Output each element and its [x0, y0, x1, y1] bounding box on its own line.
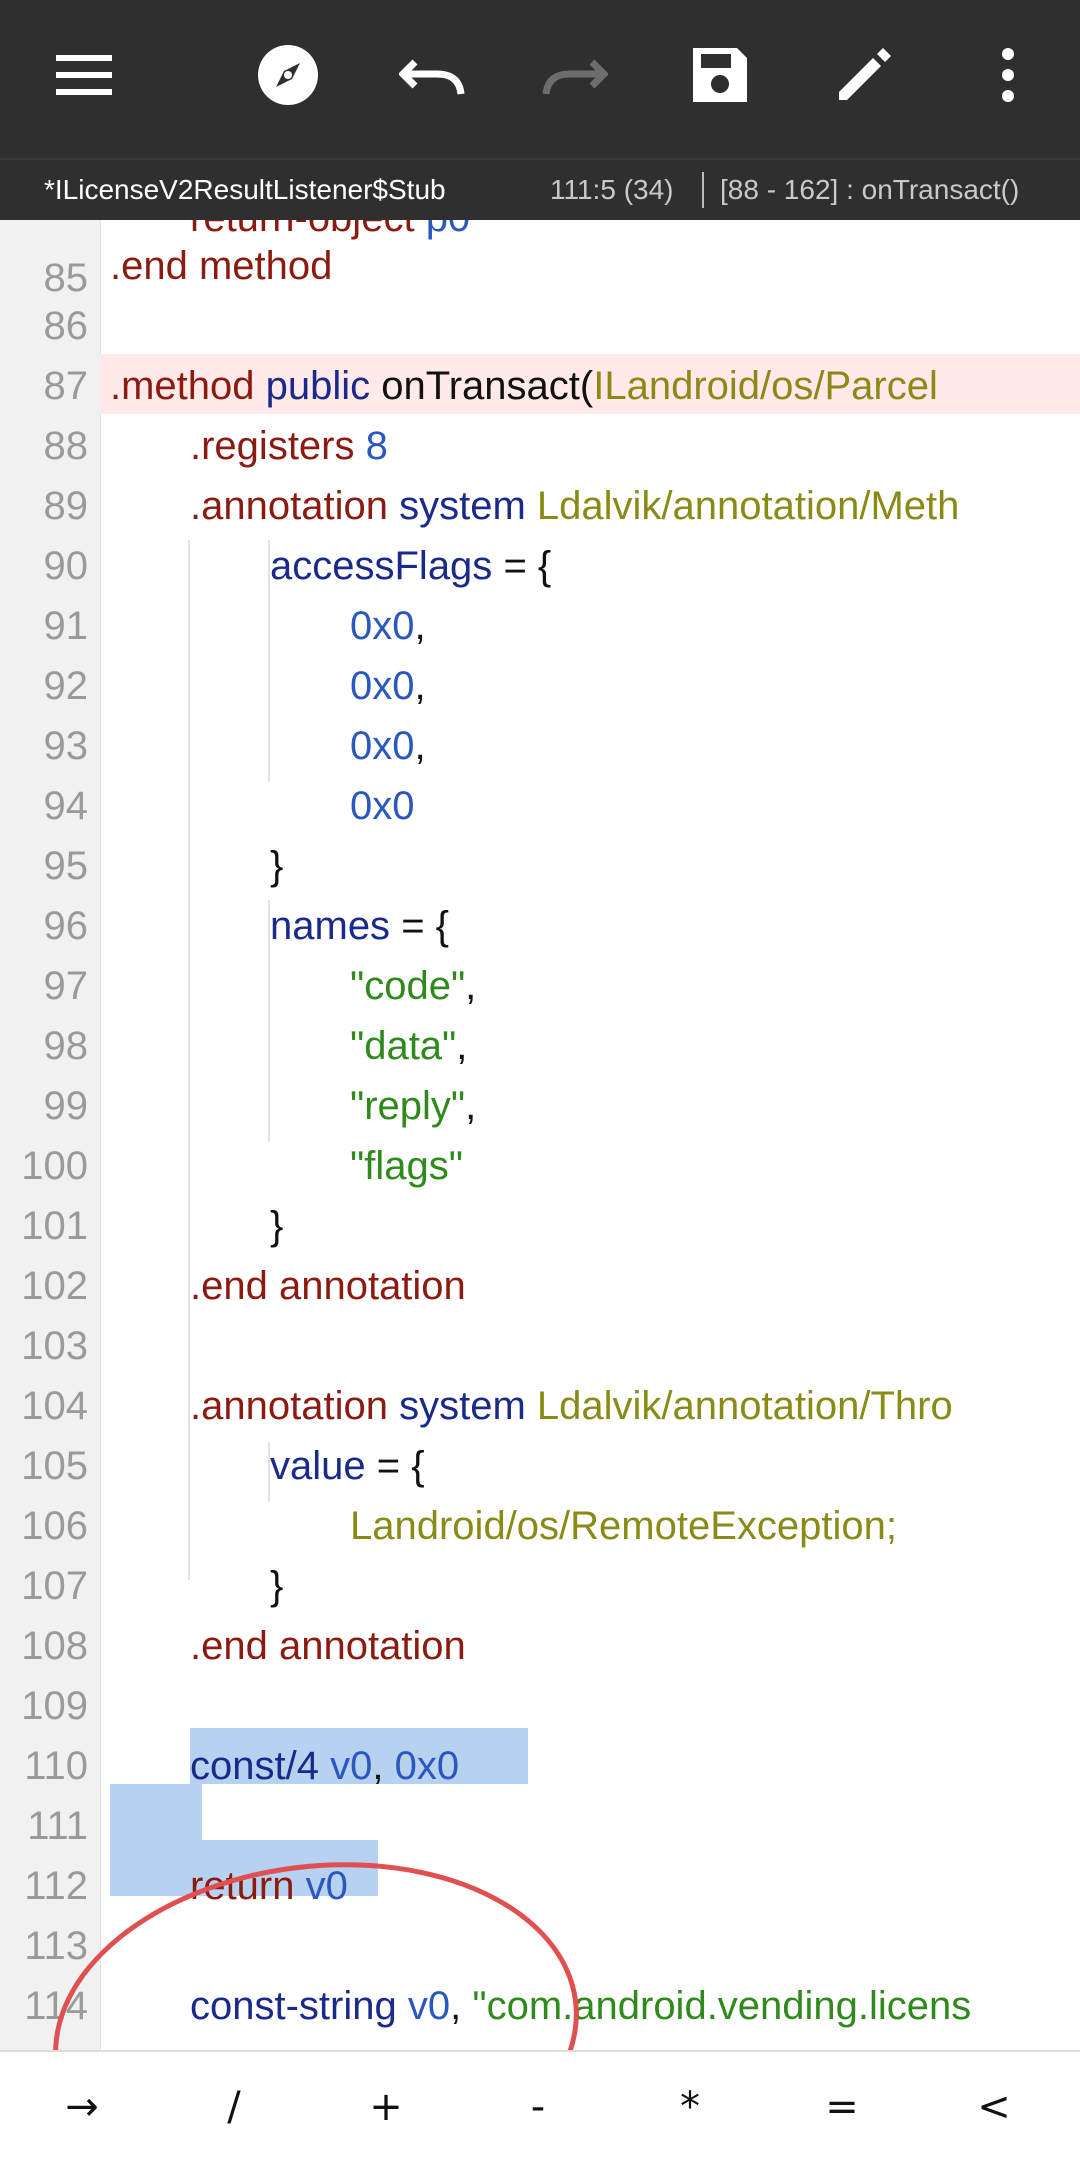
code-line: 107 Landroid/os/RemoteException; [21, 1504, 897, 1608]
symbol-key-arrow[interactable]: → [65, 2083, 99, 2130]
selection-line-112 [110, 1784, 202, 1840]
code-line: 110 [24, 1744, 88, 1788]
edit-icon[interactable] [809, 30, 919, 120]
undo-icon[interactable] [377, 30, 487, 120]
cursor-position: 111:5 (34) [550, 174, 674, 205]
code-line: 100 "reply", [21, 1084, 477, 1188]
symbol-bar: → / + - * = < [0, 2050, 1080, 2161]
code-line: 90 .annotation system Ldalvik/annotation… [43, 484, 960, 588]
status-bar: *ILicenseV2ResultListener$Stub 111:5 (34… [0, 158, 1080, 222]
code-line: 99 "data", [43, 1024, 468, 1128]
compass-icon[interactable] [233, 30, 343, 120]
menu-icon[interactable] [29, 30, 139, 120]
symbol-key-equals[interactable]: = [825, 2083, 859, 2130]
code-line: 87 [43, 364, 89, 408]
code-line-selected: 113 return v0 [24, 1864, 348, 1968]
symbol-key-minus[interactable]: - [530, 2083, 546, 2130]
indent-guide [268, 900, 270, 1142]
selection-line-111 [190, 1728, 528, 1784]
code-line: 102 } [21, 1204, 284, 1308]
code-line: 92 0x0, [43, 604, 426, 708]
code-line: 103 .end annotation [21, 1264, 466, 1368]
code-line: 101 "flags" [21, 1144, 463, 1248]
code-line: 104 [21, 1384, 88, 1428]
code-line-selected: 112 [24, 1864, 88, 1908]
method-range[interactable]: [88 - 162] : onTransact() [720, 174, 1020, 205]
redo-icon[interactable] [520, 30, 630, 120]
code-line: 91 accessFlags = { [43, 544, 552, 648]
symbol-key-plus[interactable]: + [369, 2083, 403, 2130]
code-line: 93 0x0, [43, 664, 426, 768]
code-line: 97 names = { [43, 904, 450, 1008]
code-editor[interactable]: 85 return-object p0 86.end method 87 88 … [0, 220, 1080, 2050]
code-line: 94 0x0, [43, 724, 426, 828]
code-line: 88 .method public onTransact(ILandroid/o… [43, 364, 938, 468]
file-name[interactable]: *ILicenseV2ResultListener$Stub [44, 174, 446, 205]
current-method-highlight [100, 354, 1080, 414]
line-number-gutter [0, 220, 101, 2050]
code-line: 85 return-object p0 [43, 220, 471, 300]
indent-guide [188, 540, 190, 1460]
code-line: 86.end method [43, 244, 333, 348]
code-line: 115 const-string v0, "com.android.vendin… [24, 1984, 972, 2050]
code-line: 89 .registers 8 [43, 424, 388, 528]
code-line-selected: 111 const/4 v0, 0x0 [27, 1744, 460, 1848]
indent-guide [268, 540, 270, 782]
code-line: 98 "code", [43, 964, 477, 1068]
symbol-key-asterisk[interactable]: * [680, 2083, 700, 2130]
code-line: 108 } [21, 1564, 284, 1668]
code-line: 114 [24, 1984, 88, 2028]
code-line: 95 0x0 [43, 784, 415, 888]
code-line: 109 .end annotation [21, 1624, 466, 1728]
code-line: 96 } [43, 844, 284, 948]
indent-guide [268, 1442, 270, 1502]
toolbar [0, 0, 1080, 158]
indent-guide [188, 1400, 190, 1580]
save-icon[interactable] [665, 30, 775, 120]
status-divider [702, 172, 704, 208]
symbol-key-less-than[interactable]: < [977, 2083, 1011, 2130]
more-icon[interactable] [953, 30, 1063, 120]
symbol-key-slash[interactable]: / [227, 2083, 241, 2130]
code-line: 105 .annotation system Ldalvik/annotatio… [21, 1384, 953, 1488]
selection-line-113 [110, 1840, 378, 1896]
code-line: 106 value = { [21, 1444, 425, 1548]
